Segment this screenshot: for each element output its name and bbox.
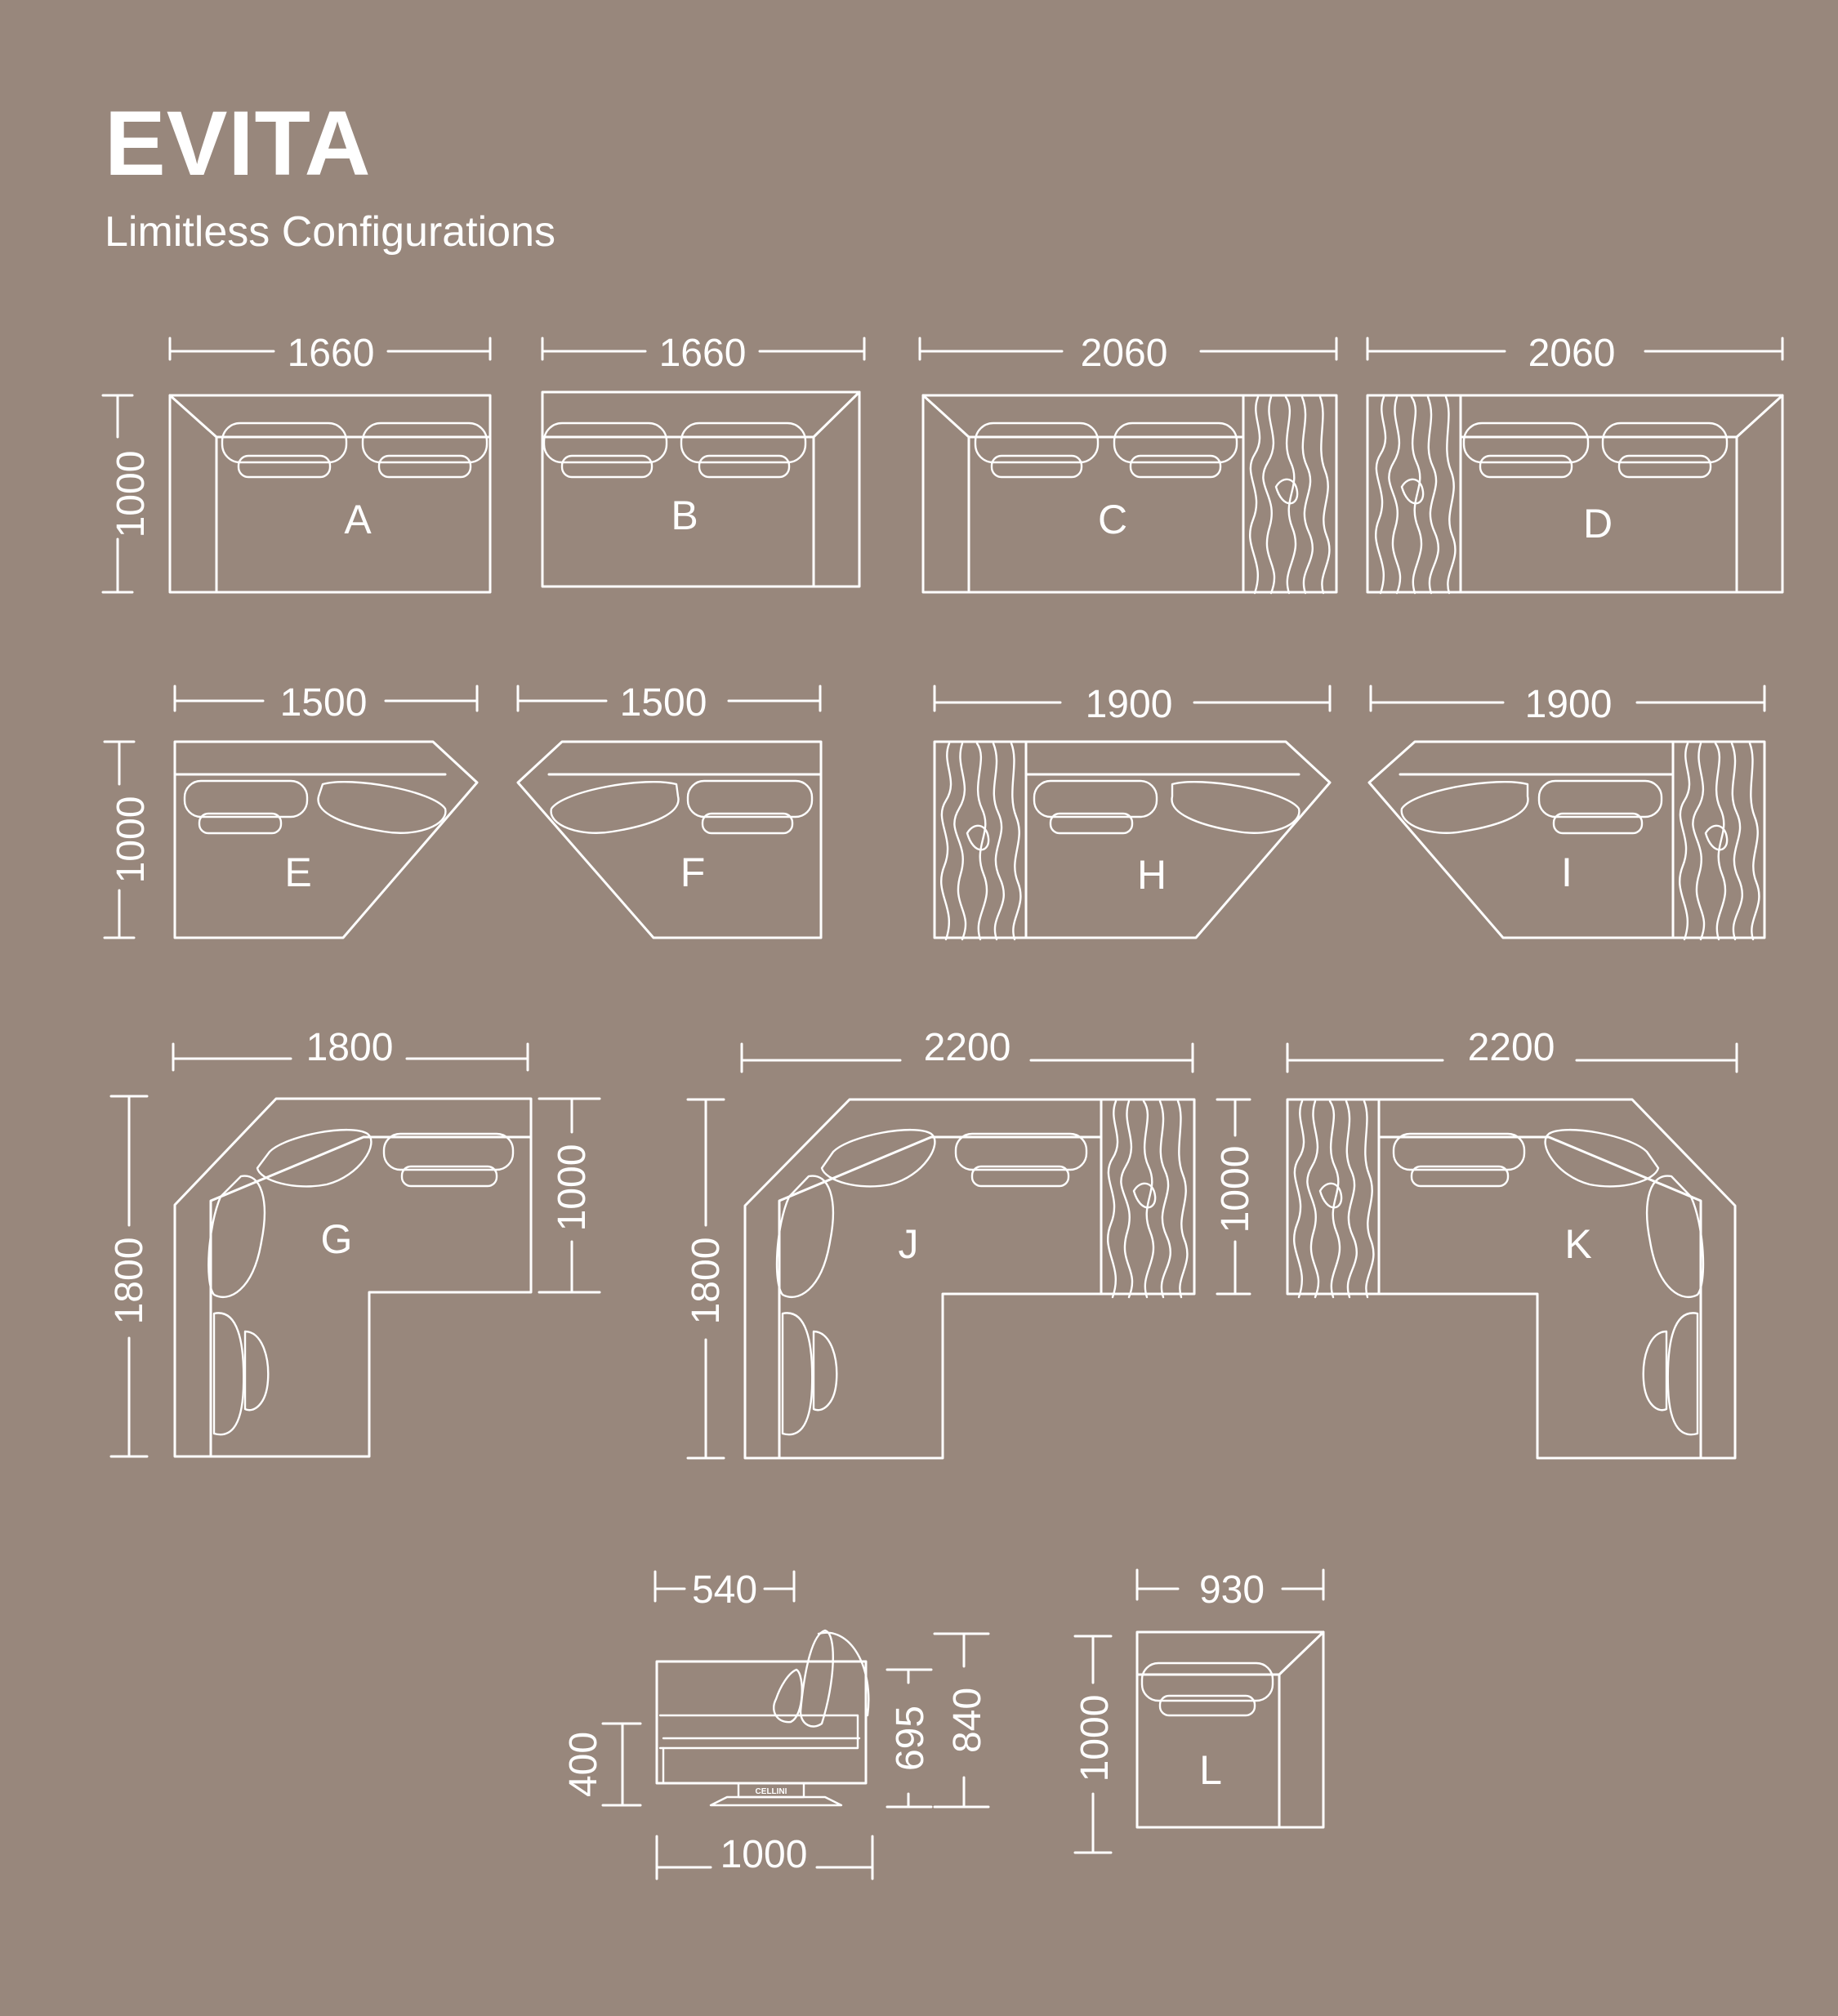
config-d: D 2060 [1366, 332, 1784, 595]
dim-side-seat-height: 400 [562, 1732, 605, 1797]
label-k: K [1564, 1221, 1591, 1267]
dim-a-width: 1660 [288, 332, 375, 375]
config-a: A 1660 1000 [101, 332, 492, 594]
config-k: K 2200 1000 [1214, 1026, 1738, 1460]
dim-d-width: 2060 [1528, 332, 1616, 375]
dim-side-top: 540 [692, 1568, 757, 1612]
dim-c-width: 2060 [1081, 332, 1168, 375]
dim-side-bottom: 1000 [720, 1833, 808, 1876]
label-d: D [1583, 501, 1613, 546]
dim-a-depth: 1000 [109, 451, 153, 538]
side-view: CELLINI 540 1000 400 695 840 [562, 1568, 990, 1880]
dim-i-width: 1900 [1525, 683, 1613, 726]
label-l: L [1199, 1747, 1222, 1793]
dim-b-width: 1660 [659, 332, 747, 375]
page-subtitle: Limitless Configurations [105, 208, 556, 256]
dim-j-depth: 1800 [685, 1238, 728, 1325]
dim-side-arm-height: 695 [889, 1706, 932, 1771]
config-i: I 1900 [1367, 683, 1766, 941]
config-f: F 1500 [516, 681, 823, 939]
dim-h-width: 1900 [1086, 683, 1173, 726]
dim-j-width: 2200 [924, 1026, 1011, 1069]
dim-side-back-height: 840 [946, 1688, 989, 1753]
config-l: L 930 1000 [1073, 1568, 1325, 1854]
dim-k-width: 2200 [1468, 1026, 1555, 1069]
dim-g-depth: 1800 [108, 1238, 151, 1325]
label-b: B [671, 493, 698, 538]
brand-mark: CELLINI [756, 1787, 787, 1796]
dim-k-depth2: 1000 [1214, 1146, 1257, 1233]
config-b: B 1660 [541, 332, 866, 588]
label-g: G [321, 1216, 353, 1262]
label-a: A [344, 497, 372, 542]
config-c: C 2060 [918, 332, 1338, 595]
label-f: F [680, 850, 706, 895]
dim-f-width: 1500 [620, 681, 707, 725]
dim-e-depth: 1000 [109, 796, 153, 884]
label-h: H [1137, 852, 1167, 898]
dim-g-depth2: 1000 [551, 1144, 594, 1232]
dim-g-width: 1800 [306, 1026, 394, 1069]
dim-l-width: 930 [1199, 1568, 1265, 1612]
config-g: G 1800 1800 1000 [108, 1026, 601, 1458]
dim-l-depth: 1000 [1073, 1695, 1117, 1782]
config-j: J 2200 1800 [685, 1026, 1196, 1460]
label-j: J [899, 1221, 919, 1267]
label-i: I [1561, 850, 1573, 895]
config-e: E 1500 1000 [103, 681, 479, 939]
config-h: H 1900 [933, 683, 1332, 941]
dim-e-width: 1500 [280, 681, 368, 725]
label-e: E [284, 850, 311, 895]
label-c: C [1098, 497, 1127, 542]
page-title: EVITA [105, 92, 372, 194]
